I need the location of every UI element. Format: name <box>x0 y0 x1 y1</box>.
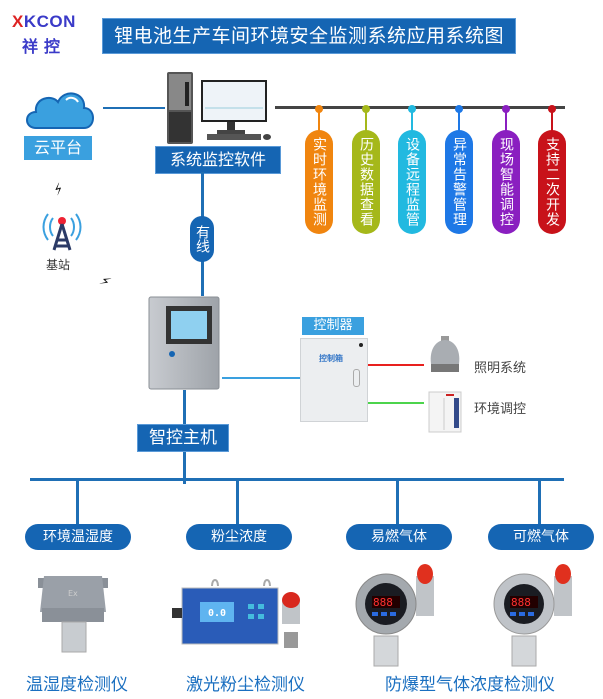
feature-stem <box>505 110 507 132</box>
control-cabinet-text: 控制箱 <box>319 354 343 363</box>
host-label: 智控主机 <box>137 424 229 452</box>
base-station-label: 基站 <box>46 258 71 272</box>
svg-text:Ex: Ex <box>68 589 78 598</box>
cabinet-handle <box>353 369 360 387</box>
explosion-proof-lamp-icon <box>430 336 460 372</box>
feature-stem <box>318 110 320 132</box>
host-controller-line <box>222 377 300 379</box>
lighting-line <box>368 364 424 366</box>
feature-secondary-development: 支持二次开发 <box>538 130 566 234</box>
feature-realtime-monitoring: 实时环境监测 <box>305 130 333 234</box>
controller-label: 控制器 <box>302 317 364 335</box>
svg-text:888: 888 <box>373 596 393 609</box>
device-caption-temp-humidity: 温湿度检测仪 <box>26 675 128 695</box>
device-caption-gas-detector: 防爆型气体浓度检测仪 <box>385 675 555 695</box>
desktop-computer-icon <box>167 72 271 144</box>
laser-dust-detector-icon: 0.0 <box>172 579 300 648</box>
sensor-drop-line <box>538 480 541 524</box>
brand-logo-text: KCON <box>23 12 76 31</box>
wireless-signal-icon: ⚡ <box>96 272 114 292</box>
temp-humidity-detector-icon: Ex <box>38 576 108 653</box>
antenna-tower-icon <box>42 213 82 251</box>
cloud-icon <box>26 92 94 129</box>
category-flammable-gas: 易燃气体 <box>346 524 452 550</box>
device-caption-laser-dust: 激光粉尘检测仪 <box>186 675 305 695</box>
brand-logo: XKCON <box>12 12 76 32</box>
feature-stem <box>365 110 367 132</box>
feature-node-dot <box>362 105 370 113</box>
air-conditioner-unit-icon <box>428 391 462 433</box>
category-dust: 粉尘浓度 <box>186 524 292 550</box>
control-host-icon <box>148 296 220 390</box>
climate-control-label: 环境调控 <box>474 402 527 417</box>
climate-line <box>368 402 424 404</box>
svg-text:888: 888 <box>511 596 531 609</box>
feature-smart-control: 现场智能调控 <box>492 130 520 234</box>
feature-stem <box>411 110 413 132</box>
feature-node-dot <box>455 105 463 113</box>
sensor-bus-line <box>30 478 564 481</box>
cloud-link-line <box>103 107 165 109</box>
feature-node-dot <box>548 105 556 113</box>
sensor-drop-line <box>236 480 239 524</box>
gas-detector-icon: 888 <box>493 564 572 667</box>
feature-node-dot <box>315 105 323 113</box>
feature-history-data: 历史数据查看 <box>352 130 380 234</box>
sensor-drop-line <box>76 480 79 524</box>
feature-stem <box>458 110 460 132</box>
category-combustible-gas: 可燃气体 <box>488 524 594 550</box>
feature-bus-line <box>275 106 565 109</box>
sensor-drop-line <box>396 480 399 524</box>
brand-logo-mark: X <box>12 12 24 31</box>
software-label: 系统监控软件 <box>155 146 281 174</box>
lighting-system-label: 照明系统 <box>474 361 527 376</box>
wired-label: 有线 <box>190 216 214 262</box>
cloud-platform-label: 云平台 <box>24 136 92 160</box>
feature-node-dot <box>502 105 510 113</box>
feature-remote-supervision: 设备远程监管 <box>398 130 426 234</box>
control-cabinet-icon: 控制箱 <box>300 338 368 422</box>
gas-detector-icon: 888 <box>355 564 434 667</box>
cabinet-lock <box>359 343 363 347</box>
wireless-signal-icon: ⚡ <box>50 180 68 200</box>
svg-text:0.0: 0.0 <box>208 608 226 619</box>
feature-alarm-management: 异常告警管理 <box>445 130 473 234</box>
category-temp-humidity: 环境温湿度 <box>25 524 131 550</box>
feature-stem <box>551 110 553 132</box>
page-title: 锂电池生产车间环境安全监测系统应用系统图 <box>102 18 516 54</box>
feature-node-dot <box>408 105 416 113</box>
brand-logo-cn: 祥控 <box>22 37 67 56</box>
